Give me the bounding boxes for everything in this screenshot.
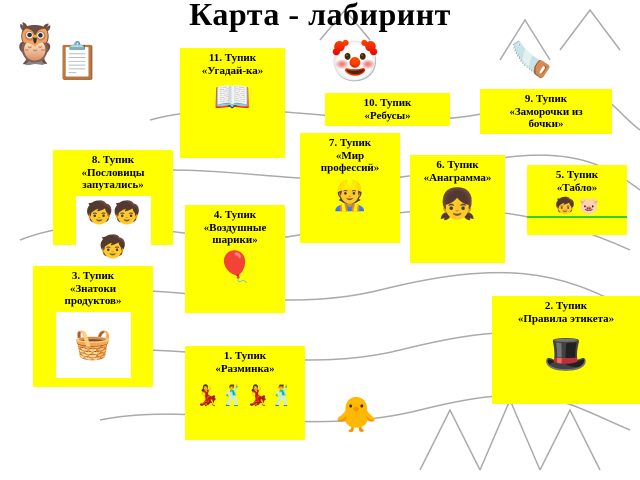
owl-teacher-icon: 🦉	[10, 21, 60, 66]
card-number: 8. Тупик	[91, 154, 135, 166]
card-dead-end-2[interactable]: 2. Тупик «Правила этикета» 🎩	[492, 296, 640, 404]
card-name: «Знатоки продуктов»	[64, 282, 122, 308]
card-name: «Воздушные шарики»	[203, 221, 267, 247]
card-dead-end-5[interactable]: 5. Тупик «Табло» 🧒 🐷	[527, 165, 627, 235]
worker-icon: 👷	[331, 178, 369, 212]
gentleman-hat-icon: 🎩	[543, 334, 589, 374]
card-dead-end-6[interactable]: 6. Тупик «Анаграмма» 👧	[410, 155, 505, 263]
card-number: 2. Тупик	[544, 300, 588, 312]
card-number: 7. Тупик	[328, 137, 372, 149]
girl-icon: 👧	[438, 188, 477, 221]
card-dead-end-11[interactable]: 11. Тупик «Угадай-ка» 📖	[180, 48, 285, 158]
children-reading-book-icon: 📖	[213, 81, 252, 114]
page-title: Карта - лабиринт	[189, 0, 451, 32]
kids-thinking-icon: 🧒🧒🧒	[75, 195, 151, 264]
card-number: 3. Тупик	[71, 270, 115, 282]
card-number: 6. Тупик	[436, 159, 479, 171]
card-dead-end-7[interactable]: 7. Тупик «Мир профессий» 👷	[300, 133, 400, 243]
card-name: «Анаграмма»	[423, 171, 492, 184]
card-number: 10. Тупик	[363, 97, 412, 109]
card-name: «Заморочки из бочки»	[509, 105, 583, 131]
card-number: 4. Тупик	[213, 209, 257, 221]
card-dead-end-3[interactable]: 3. Тупик «Знатоки продуктов» 🧺	[33, 266, 153, 387]
clown-icon: 🤡	[330, 39, 380, 84]
carpenter-icon: 🪚	[510, 42, 553, 79]
card-number: 5. Тупик	[555, 169, 599, 181]
card-name: «Табло»	[556, 181, 598, 194]
chalkboard-icon: 📋	[55, 41, 100, 81]
food-basket-icon: 🧺	[55, 311, 131, 378]
card-dead-end-4[interactable]: 4. Тупик «Воздушные шарики» 🎈	[185, 205, 285, 313]
card-dead-end-10[interactable]: 10. Тупик «Ребусы»	[325, 93, 450, 126]
balloons-icon: 🎈	[216, 250, 254, 284]
card-dead-end-1[interactable]: 1. Тупик «Разминка» 💃🕺💃🕺	[185, 346, 305, 440]
card-name: «Пословицы запутались»	[81, 166, 145, 192]
card-name: «Угадай-ка»	[201, 64, 264, 77]
card-number: 9. Тупик	[524, 93, 568, 105]
card-number: 11. Тупик	[208, 52, 257, 64]
card-name: «Мир профессий»	[320, 149, 380, 175]
card-name: «Правила этикета»	[517, 312, 615, 325]
card-dead-end-8[interactable]: 8. Тупик «Пословицы запутались» 🧒🧒🧒	[53, 150, 173, 264]
card-name: «Ребусы»	[364, 109, 411, 122]
card-number: 1. Тупик	[223, 350, 267, 362]
chicken-icon: 🐥	[335, 397, 378, 434]
card-dead-end-9[interactable]: 9. Тупик «Заморочки из бочки»	[480, 89, 612, 134]
dancing-kids-icon: 💃🕺💃🕺	[195, 385, 295, 407]
kids-peeking-icon: 🧒 🐷	[527, 198, 627, 218]
card-name: «Разминка»	[215, 362, 275, 375]
